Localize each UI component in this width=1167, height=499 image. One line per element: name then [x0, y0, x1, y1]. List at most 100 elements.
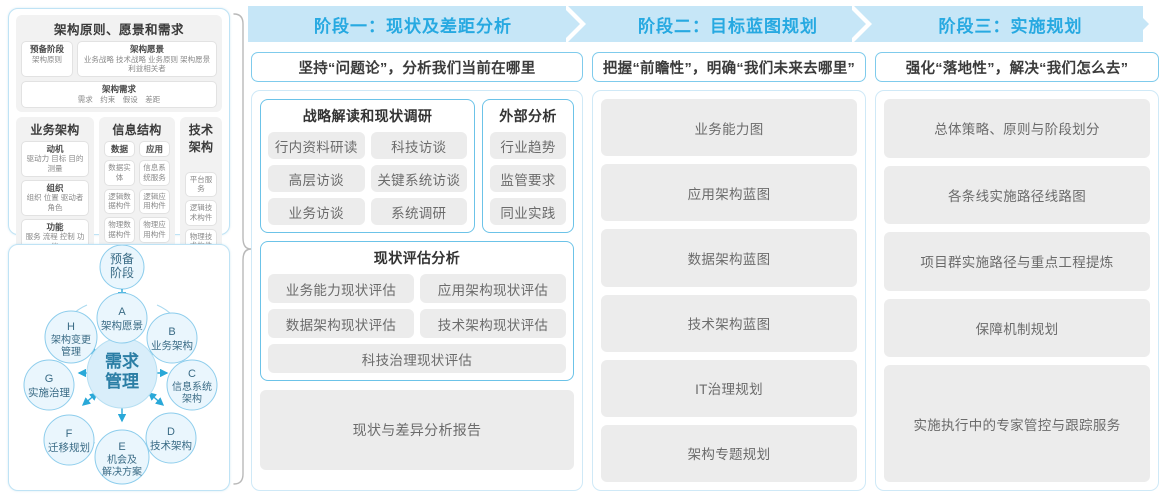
research-item[interactable]: 科技访谈 [370, 132, 467, 159]
research-item[interactable]: 行内资料研读 [268, 132, 365, 159]
box-sub: 数据实体 [108, 163, 131, 182]
assessment-title: 现状评估分析 [373, 250, 461, 266]
svg-text:实施治理: 实施治理 [28, 386, 70, 399]
svg-text:C: C [188, 368, 196, 380]
svg-text:技术架构: 技术架构 [150, 439, 192, 452]
adm-node-c [166, 359, 218, 411]
implementation-item[interactable]: 保障机制规划 [884, 298, 1150, 357]
adm-node-h [44, 310, 98, 364]
box-sub: 物理数据构件 [108, 220, 131, 239]
external-item[interactable]: 同业实践 [490, 198, 566, 225]
assessment-item[interactable]: 业务能力现状评估 [268, 274, 414, 303]
svg-text:业务架构: 业务架构 [151, 339, 193, 352]
current-state-assessment-card: 现状评估分析 业务能力现状评估 应用架构现状评估 数据架构现状评估 技术架构现状… [260, 241, 574, 381]
research-item[interactable]: 系统调研 [370, 198, 467, 225]
box-sub: 驱动力 目标 目的 测量 [26, 154, 84, 173]
box-head: 预备阶段 [29, 44, 64, 54]
assessment-item-full[interactable]: 科技治理现状评估 [268, 344, 566, 373]
box-sub: 需求 约束 假设 差距 [77, 94, 161, 104]
motivation-box: 动机 驱动力 目标 目的 测量 [21, 140, 89, 177]
box-head: 组织 [46, 182, 64, 193]
box-sub: 逻辑技术构件 [189, 203, 213, 222]
adm-node-b [146, 312, 198, 364]
group-title: 架构原则、愿景和需求 [53, 23, 184, 37]
svg-text:架构愿景: 架构愿景 [101, 319, 143, 332]
togaf-content-framework-card: 架构原则、愿景和需求 预备阶段 架构原则 架构愿景 业务战略 技术战略 业务原则… [8, 8, 230, 309]
external-item[interactable]: 监管要求 [490, 165, 566, 192]
logical-technology-component-box: 逻辑技术构件 [185, 200, 217, 226]
svg-text:A: A [118, 306, 126, 318]
data-subcolumn: 数据 数据实体 逻辑数据构件 物理数据构件 [104, 140, 135, 243]
svg-text:迁移规划: 迁移规划 [48, 441, 90, 454]
connector-brace [233, 13, 252, 485]
technology-architecture-column: 技术架构 平台服务 逻辑技术构件 物理技术构件 [180, 116, 222, 259]
implementation-item[interactable]: 实施执行中的专家管控与跟踪服务 [884, 365, 1150, 482]
implementation-item[interactable]: 项目群实施路径与重点工程提炼 [884, 232, 1150, 291]
svg-text:解决方案: 解决方案 [102, 465, 142, 478]
svg-text:H: H [67, 321, 75, 333]
stage-1-header-label: 阶段一：现状及差距分析 [314, 16, 512, 36]
svg-text:架构变更: 架构变更 [51, 333, 91, 346]
svg-text:E: E [118, 441, 125, 453]
svg-text:管理: 管理 [61, 345, 81, 358]
box-sub: 信息系统服务 [143, 163, 166, 182]
adm-node-d [145, 412, 197, 464]
platform-service-box: 平台服务 [185, 171, 217, 197]
adm-node-e [94, 429, 150, 485]
strategy-research-title: 战略解读和现状调研 [302, 108, 433, 124]
blueprint-item[interactable]: 应用架构蓝图 [601, 164, 857, 222]
architecture-requirements-box: 架构需求 需求 约束 假设 差距 [21, 81, 217, 108]
external-item[interactable]: 行业趋势 [490, 132, 566, 159]
box-sub: 组织 位置 驱动者 角色 [26, 193, 84, 212]
box-sub: 平台服务 [189, 174, 213, 194]
stage-2-subtitle: 把握“前瞻性”，明确“我们未来去哪里” [592, 52, 866, 82]
stage-3-header: 阶段三：实施规划 [878, 6, 1143, 42]
implementation-item[interactable]: 各条线实施路径线路图 [884, 165, 1150, 224]
data-entity-box: 数据实体 [104, 160, 135, 186]
assessment-item[interactable]: 应用架构现状评估 [420, 274, 566, 303]
research-item[interactable]: 关键系统访谈 [370, 165, 467, 192]
stage-2-subtitle-label: 把握“前瞻性”，明确“我们未来去哪里” [602, 60, 856, 77]
stage-3-header-label: 阶段三：实施规划 [938, 16, 1083, 36]
box-sub: 逻辑应用构件 [143, 191, 166, 211]
stage-2-header: 阶段二：目标蓝图规划 [592, 6, 864, 42]
implementation-item[interactable]: 总体策略、原则与阶段划分 [884, 99, 1150, 158]
adm-node-a [96, 292, 148, 344]
svg-text:B: B [168, 326, 175, 338]
assessment-item[interactable]: 数据架构现状评估 [268, 309, 414, 338]
blueprint-item[interactable]: 业务能力图 [601, 99, 857, 157]
adm-node-g [23, 359, 75, 411]
logical-application-component-box: 逻辑应用构件 [139, 188, 170, 215]
stage-3-subtitle: 强化“落地性”，解决“我们怎么去” [875, 52, 1159, 82]
blueprint-item[interactable]: IT治理规划 [601, 359, 857, 417]
blueprint-item[interactable]: 技术架构蓝图 [601, 294, 857, 352]
assessment-item[interactable]: 技术架构现状评估 [420, 309, 566, 338]
svg-text:机会及: 机会及 [107, 453, 137, 466]
stage-2-header-label: 阶段二：目标蓝图规划 [638, 16, 818, 36]
stage-2-body: 业务能力图 应用架构蓝图 数据架构蓝图 技术架构蓝图 IT治理规划 架构专题规划 [592, 90, 866, 491]
adm-node-f [43, 414, 95, 466]
stage-1-body: 战略解读和现状调研 行内资料研读 科技访谈 高层访谈 关键系统访谈 业务访谈 系… [251, 90, 583, 491]
box-sub: 业务战略 技术战略 业务原则 架构愿景 利益相关者 [83, 54, 211, 74]
physical-data-component-box: 物理数据构件 [104, 217, 135, 243]
organization-box: 组织 组织 位置 驱动者 角色 [21, 179, 89, 216]
external-analysis-card: 外部分析 行业趋势 监管要求 同业实践 [482, 99, 574, 233]
business-architecture-column: 业务架构 动机 驱动力 目标 目的 测量 组织 组织 位置 驱动者 角色 功能 [16, 116, 94, 259]
adm-center-label-line2: 管理 [105, 371, 139, 391]
gap-analysis-report-box[interactable]: 现状与差异分析报告 [260, 390, 574, 470]
stage-1-to-2-chevron-icon [566, 6, 592, 42]
svg-text:阶段: 阶段 [110, 265, 134, 280]
blueprint-item[interactable]: 数据架构蓝图 [601, 229, 857, 287]
stage-3-subtitle-label: 强化“落地性”，解决“我们怎么去” [905, 60, 1129, 77]
research-item[interactable]: 高层访谈 [268, 165, 365, 192]
stage-3-end-chevron-icon [1131, 6, 1159, 42]
stage-3-body: 总体策略、原则与阶段划分 各条线实施路径线路图 项目群实施路径与重点工程提炼 保… [875, 90, 1159, 491]
box-sub: 逻辑数据构件 [108, 191, 131, 211]
research-item[interactable]: 业务访谈 [268, 198, 365, 225]
stage-1-subtitle-label: 坚持“问题论”，分析我们当前在哪里 [298, 60, 536, 77]
blueprint-item[interactable]: 架构专题规划 [601, 424, 857, 483]
box-head: 应用 [145, 143, 163, 154]
svg-text:D: D [167, 426, 175, 438]
left-column: 架构原则、愿景和需求 预备阶段 架构原则 架构愿景 业务战略 技术战略 业务原则… [8, 8, 230, 491]
